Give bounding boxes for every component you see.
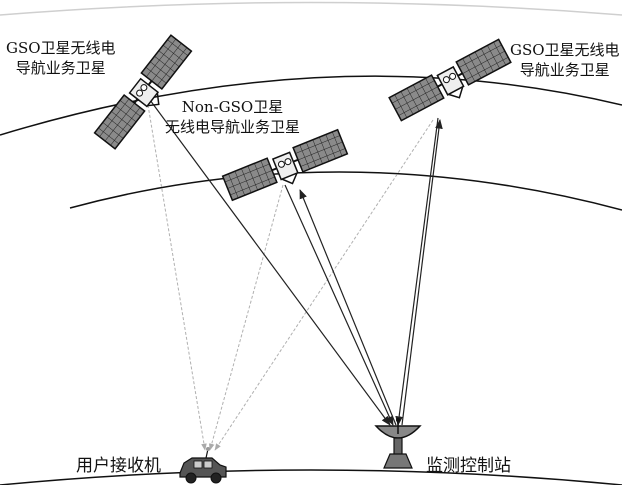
uplink-station-to-nongso: [300, 190, 396, 425]
gso-left-label-line1: GSO卫星无线电: [6, 38, 116, 58]
nongso-label-line1: Non-GSO卫星: [165, 97, 300, 117]
top-orbit-arc: [0, 3, 622, 16]
user-receiver-label: 用户接收机: [76, 455, 161, 477]
dish-antenna-icon: [376, 418, 420, 468]
signal-left-gso-to-user: [148, 105, 205, 450]
monitor-station-label: 监测控制站: [426, 455, 511, 477]
gso-left-label-line2: 导航业务卫星: [6, 58, 116, 78]
car-icon: [180, 447, 226, 483]
gso-right-label-line2: 导航业务卫星: [510, 60, 620, 80]
nongso-label-line2: 无线电导航业务卫星: [165, 117, 300, 137]
signal-nongso-to-user: [210, 185, 283, 450]
gso-right-label-line1: GSO卫星无线电: [510, 40, 620, 60]
satellite-icon: [223, 130, 350, 207]
uplink-station-to-right-gso: [402, 120, 440, 425]
gso-right-label: GSO卫星无线电 导航业务卫星: [510, 40, 620, 80]
gso-left-label: GSO卫星无线电 导航业务卫星: [6, 38, 116, 78]
gso-orbit: [0, 76, 622, 135]
nongso-orbit: [70, 172, 622, 210]
signal-left-gso-to-station: [150, 100, 390, 425]
nongso-label: Non-GSO卫星 无线电导航业务卫星: [165, 97, 300, 137]
